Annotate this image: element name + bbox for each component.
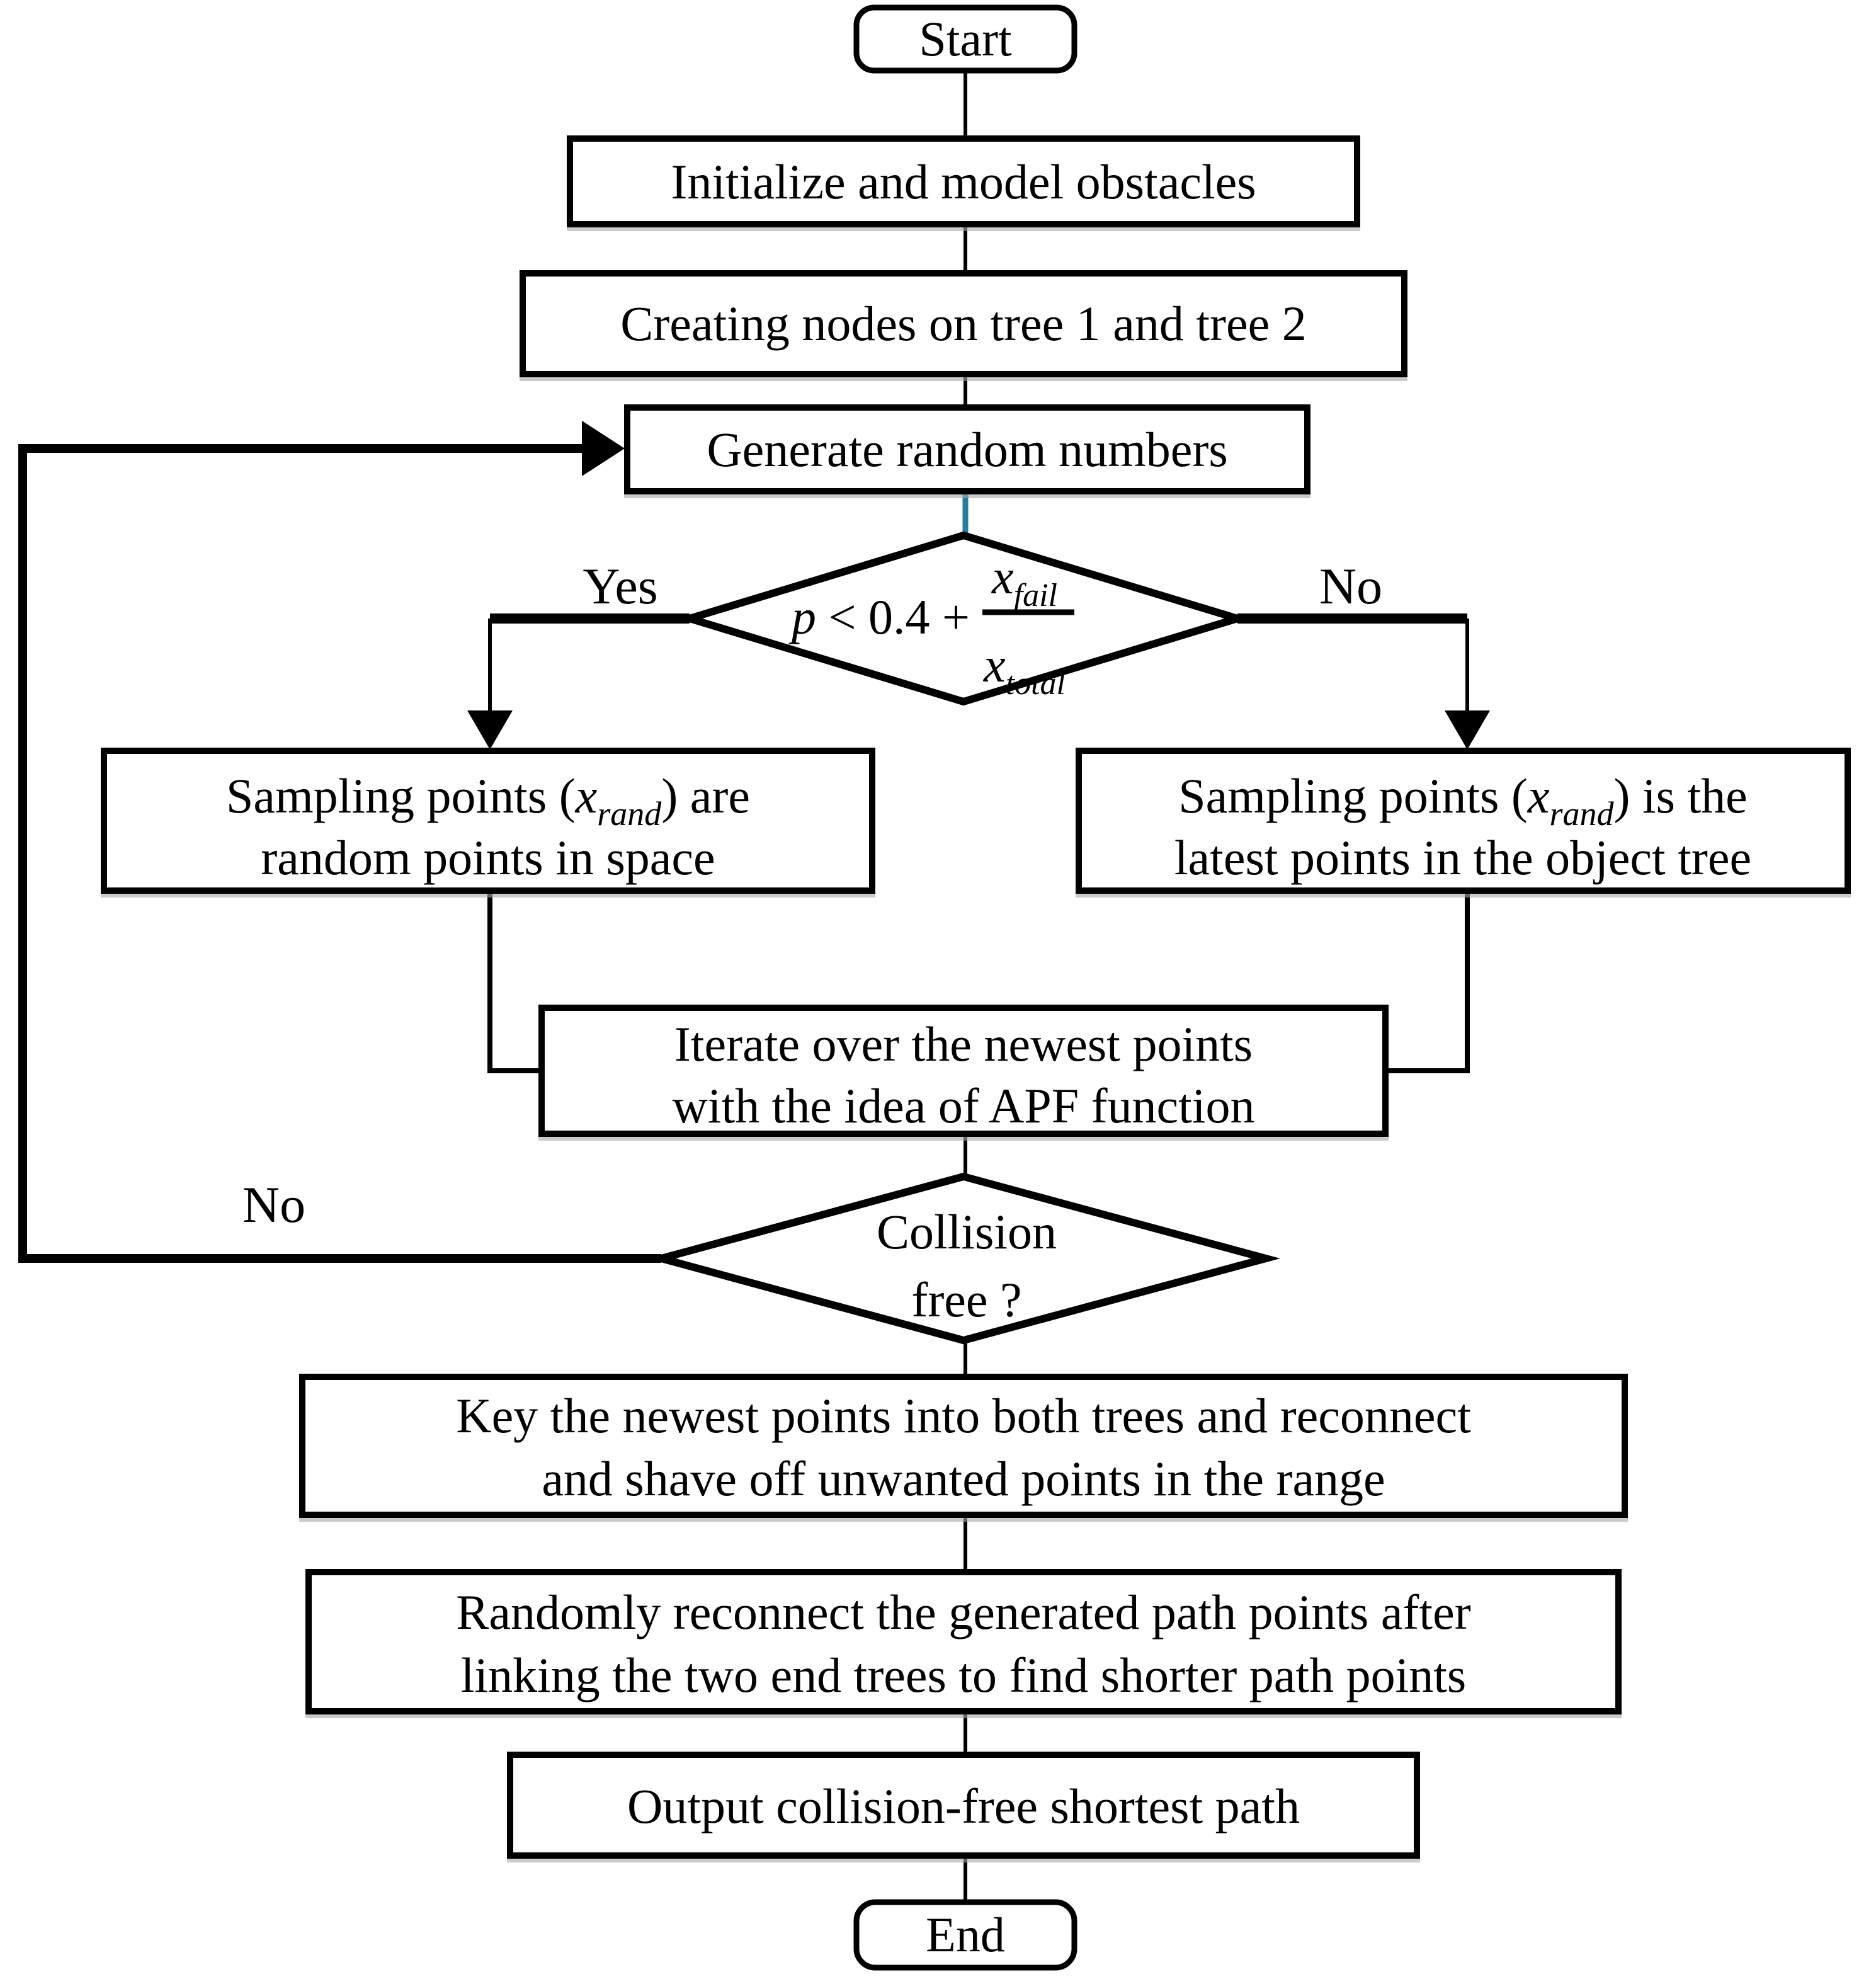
key-points-process-box: Key the newest points into both trees an… [299,1374,1628,1518]
generate-random-box-shape [624,404,1310,494]
collision-no-edge-label: No [242,1176,305,1233]
generate-random-label: Generate random numbers [707,422,1227,477]
sample-latest-line1: Sampling points (xrand) is the [1178,768,1748,833]
key-points-line1: Key the newest points into both trees an… [456,1388,1471,1443]
probability-yes-edge-label: Yes [583,557,657,615]
arrowhead-into-generate [582,421,625,476]
initialize-box-shape [567,135,1360,227]
collision-line1: Collision [877,1204,1057,1259]
collision-decision-diamond: Collision free ? [647,1172,1280,1345]
probability-decision-diamond: p < 0.4 + xfail xtotal [676,531,1251,706]
sample-random-line2: random points in space [261,830,715,885]
key-points-box-shape [299,1374,1628,1518]
arrowhead-into-sample-latest [1445,710,1490,750]
end-terminator-shape [853,1899,1077,1971]
end-terminator: End [853,1899,1077,1971]
apf-iterate-process-box: Iterate over the newest points with the … [538,1005,1389,1137]
collision-diamond-shape [647,1172,1280,1345]
key-points-line2: and shave off unwanted points in the ran… [542,1451,1385,1506]
sample-latest-box-shape [1076,748,1851,894]
edge-sample-latest-to-apf [1384,891,1470,1073]
generate-random-process-box: Generate random numbers [624,404,1310,494]
sample-latest-process-box: Sampling points (xrand) is the latest po… [1076,748,1851,894]
probability-fraction-denominator: xtotal [983,637,1066,702]
probability-no-edge-label: No [1319,557,1382,615]
initialize-process-box: Initialize and model obstacles [567,135,1360,227]
start-label: Start [919,11,1012,66]
apf-iterate-line1: Iterate over the newest points [674,1017,1253,1071]
sample-latest-line2: latest points in the object tree [1174,830,1751,885]
create-nodes-label: Creating nodes on tree 1 and tree 2 [620,296,1306,351]
create-nodes-process-box: Creating nodes on tree 1 and tree 2 [520,270,1407,377]
start-terminator: Start [853,4,1077,74]
reconnect-box-shape [305,1569,1622,1714]
reconnect-line2: linking the two end trees to find shorte… [461,1648,1467,1702]
create-nodes-box-shape [520,270,1407,377]
end-label: End [926,1907,1005,1962]
apf-iterate-box-shape [538,1005,1389,1137]
probability-fraction-numerator: xfail [991,549,1057,613]
sample-random-line1: Sampling points (xrand) are [226,768,750,833]
sample-random-box-shape [101,748,875,894]
edge-collision-no-loopback [18,444,661,1263]
reconnect-line1: Randomly reconnect the generated path po… [456,1585,1470,1640]
reconnect-process-box: Randomly reconnect the generated path po… [305,1569,1622,1714]
apf-iterate-line2: with the idea of APF function [672,1078,1254,1133]
collision-line2: free ? [911,1272,1021,1327]
probability-expression: p < 0.4 + [788,590,970,644]
edge-sample-random-to-apf [487,891,543,1073]
output-box-shape [507,1752,1420,1859]
arrowhead-into-sample-random [467,710,513,750]
probability-diamond-shape [676,531,1251,706]
output-label: Output collision-free shortest path [627,1779,1300,1834]
initialize-label: Initialize and model obstacles [671,154,1256,209]
start-terminator-shape [853,4,1077,74]
output-process-box: Output collision-free shortest path [507,1752,1420,1859]
sample-random-process-box: Sampling points (xrand) are random point… [101,748,875,894]
